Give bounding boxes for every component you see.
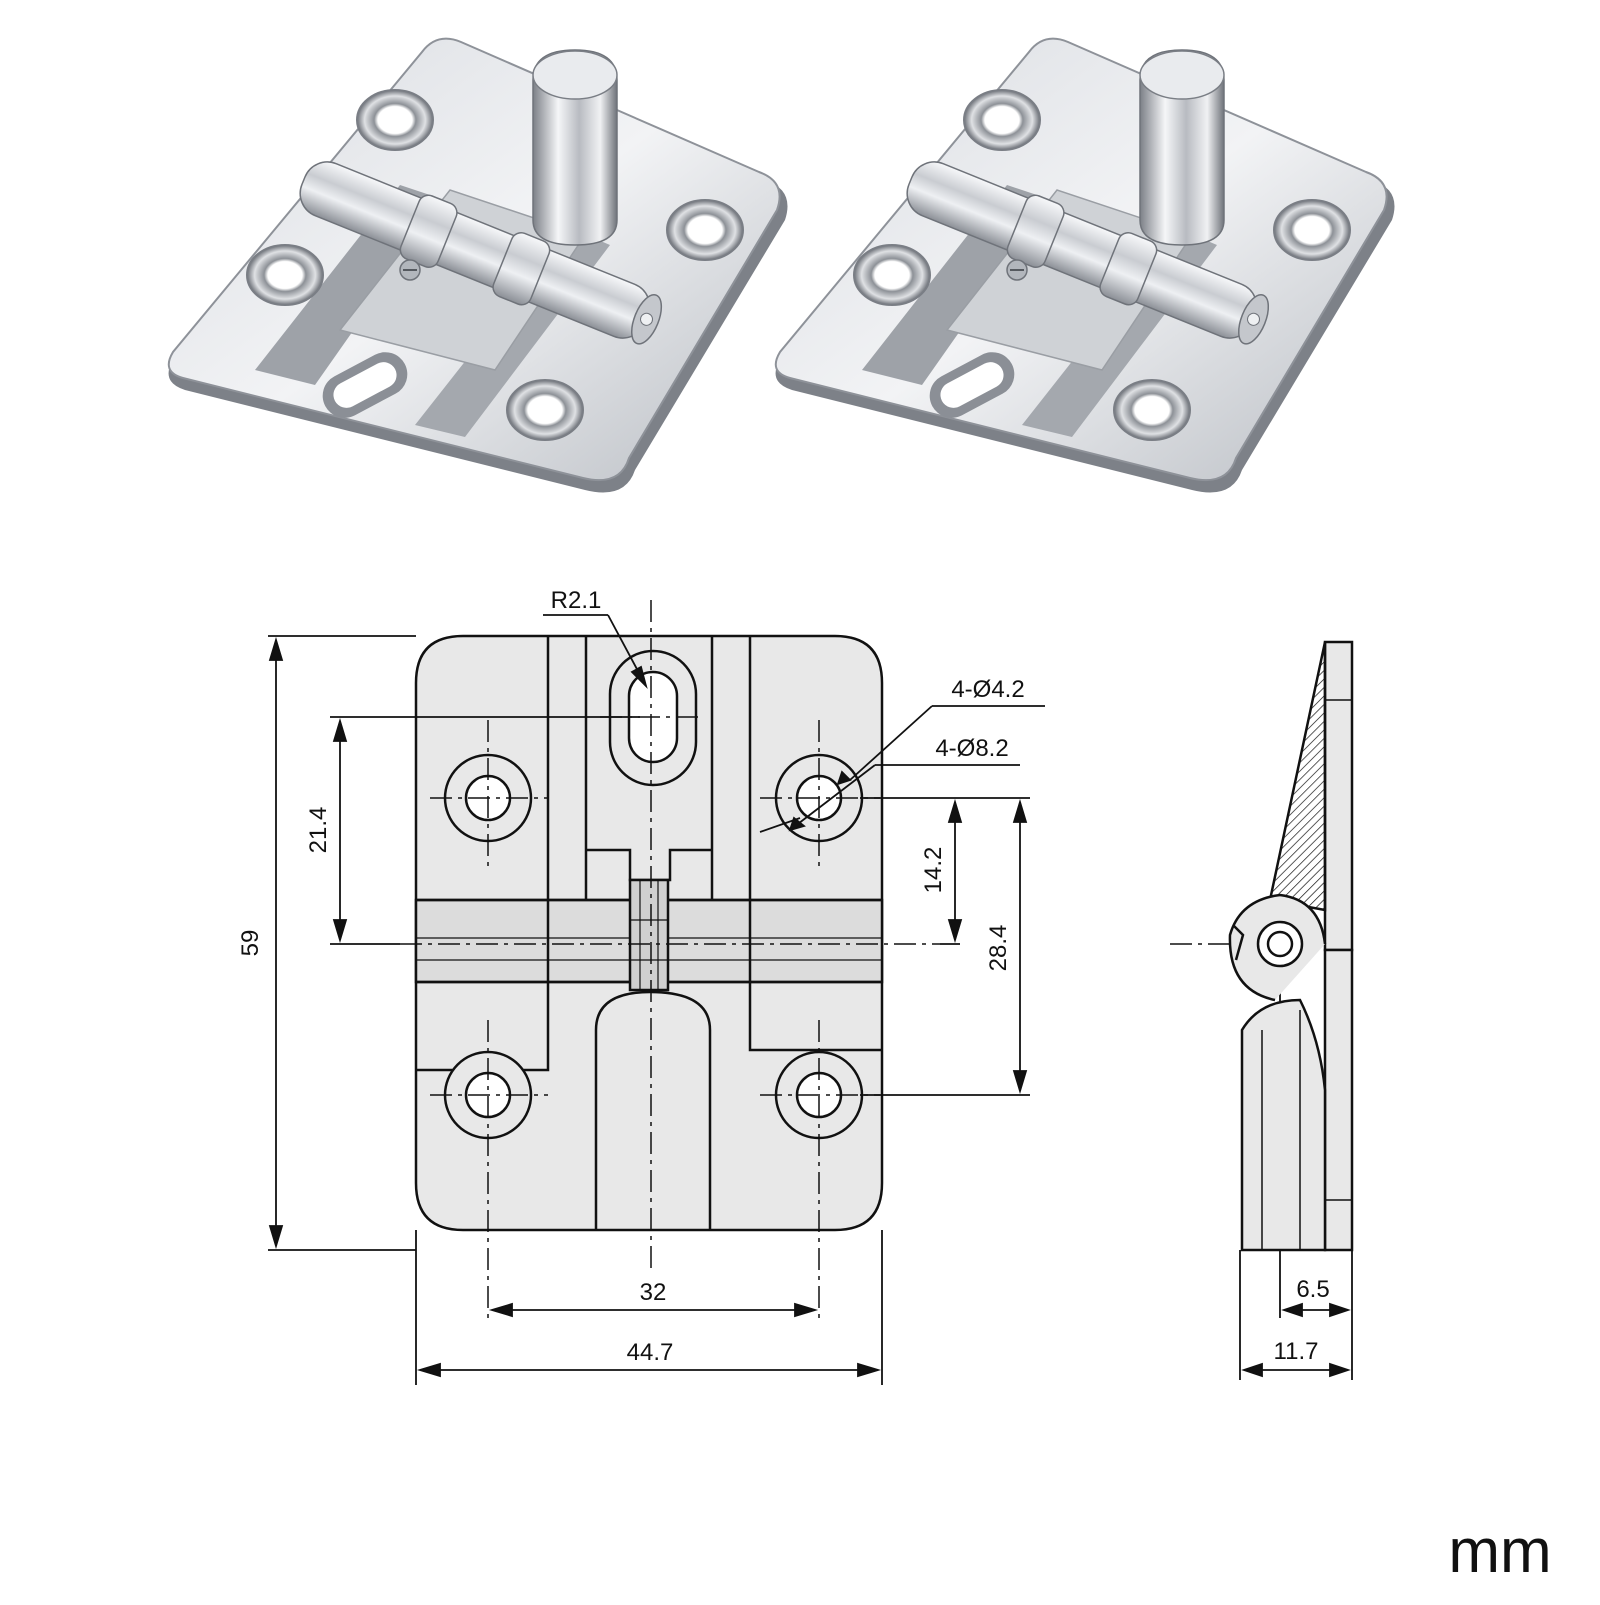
dim-hole-spacing-vertical: 28.4 bbox=[985, 925, 1012, 972]
hinge-photo-right bbox=[774, 37, 1396, 494]
dim-pivot-offset: 6.5 bbox=[1296, 1276, 1329, 1303]
front-view-drawing bbox=[414, 634, 884, 1232]
dim-thickness-total: 11.7 bbox=[1274, 1338, 1319, 1365]
dim-width-total: 44.7 bbox=[627, 1339, 674, 1366]
dim-upper-hole-to-axis: 21.4 bbox=[305, 807, 332, 854]
side-view-drawing bbox=[1228, 640, 1354, 1252]
dim-slot-radius: R2.1 bbox=[551, 587, 602, 614]
dimension-lines bbox=[268, 614, 1353, 1385]
dim-hole-spacing-horizontal: 32 bbox=[640, 1279, 667, 1306]
dim-hole-large: 4-Ø8.2 bbox=[935, 735, 1008, 762]
unit-label: mm bbox=[1448, 1517, 1551, 1586]
dim-hole-small: 4-Ø4.2 bbox=[951, 676, 1024, 703]
dim-hole-to-axis: 14.2 bbox=[920, 847, 947, 894]
hinge-photo-left bbox=[167, 37, 789, 494]
dim-height-total: 59 bbox=[237, 930, 264, 957]
